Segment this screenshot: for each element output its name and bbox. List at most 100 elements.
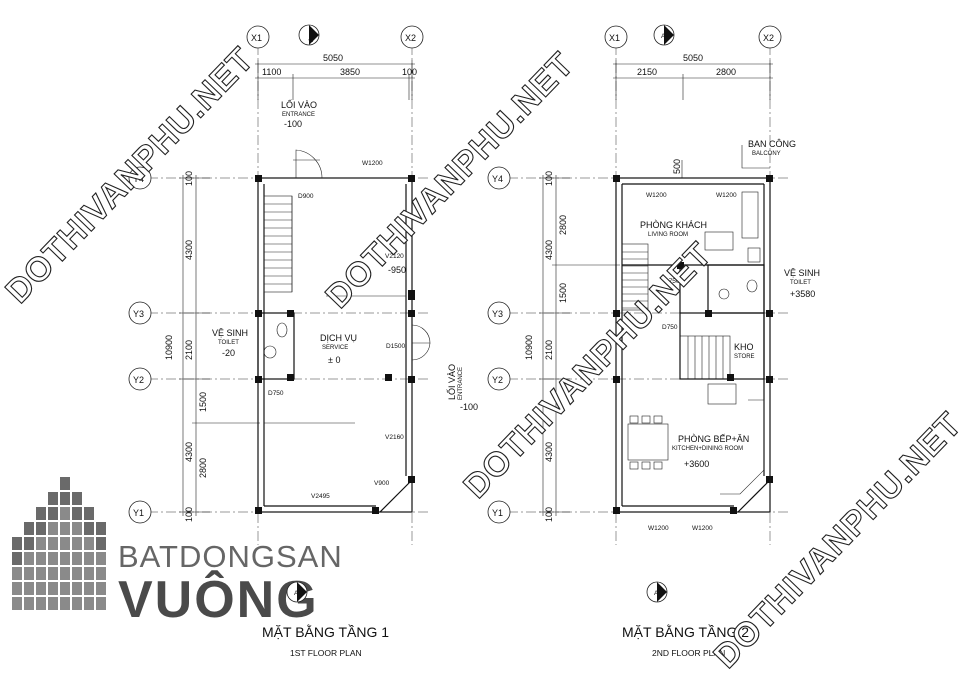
p2-dim-left-d: 1500 bbox=[558, 283, 568, 303]
p1-dim-left-e: 100 bbox=[184, 507, 194, 522]
p1-subtitle: 1ST FLOOR PLAN bbox=[290, 648, 362, 658]
svg-text:Y3: Y3 bbox=[492, 309, 503, 319]
svg-text:A: A bbox=[294, 590, 299, 597]
p1-service-level: ± 0 bbox=[328, 355, 340, 365]
logo-top-text: BATDONGSAN bbox=[118, 539, 343, 574]
watermark-1: DOTHIVANPHU.NET bbox=[0, 40, 261, 310]
grid-bubble-y3-plan2: Y3 bbox=[487, 301, 511, 325]
p2-title: MẶT BẰNG TẦNG 2 bbox=[622, 623, 749, 640]
p1-dim-left-a: 100 bbox=[184, 171, 194, 186]
p1-dim-top-total: 5050 bbox=[323, 53, 343, 63]
p1-tag-d1500: D1500 bbox=[386, 343, 406, 350]
p2-store-en: STORE bbox=[734, 354, 755, 360]
p2-dim-left-b: 4300 bbox=[544, 240, 554, 260]
p1-entrance-side-level: -100 bbox=[460, 402, 478, 412]
svg-text:A: A bbox=[654, 590, 659, 597]
p2-dim-balcony: 500 bbox=[672, 159, 682, 174]
p1-title: MẶT BẰNG TẦNG 1 bbox=[262, 623, 389, 640]
p1-tag-v900: V900 bbox=[374, 480, 390, 487]
svg-text:Y1: Y1 bbox=[492, 508, 503, 518]
grid-bubble-x1-plan1: X1 bbox=[246, 25, 270, 49]
p1-tag-v2160: V2160 bbox=[385, 434, 404, 441]
p1-tag-v2120: V2120 bbox=[385, 253, 404, 260]
p1-dim-left-d: 4300 bbox=[184, 442, 194, 462]
grid-bubble-x2-plan2: X2 bbox=[758, 25, 782, 49]
svg-text:Y1: Y1 bbox=[133, 508, 144, 518]
p2-dim-top-b: 2800 bbox=[716, 67, 736, 77]
p2-living-en: LIVING ROOM bbox=[648, 232, 688, 238]
p1-entrance-side-vn: LỐI VÀO bbox=[446, 364, 457, 400]
p2-kitchen-level: +3600 bbox=[684, 459, 709, 469]
section-marker-top-plan1: A bbox=[298, 24, 320, 46]
svg-text:Y2: Y2 bbox=[133, 375, 144, 385]
p2-balcony-vn: BAN CÔNG bbox=[748, 139, 796, 149]
p2-toilet-en: TOILET bbox=[790, 280, 811, 286]
section-marker-bottom-plan2: A bbox=[646, 581, 668, 603]
p2-kitchen-en: KITCHEN+DINING ROOM bbox=[672, 446, 743, 452]
logo-mark bbox=[12, 477, 106, 610]
svg-text:A: A bbox=[661, 33, 666, 40]
p2-tag-w1200-c: W1200 bbox=[648, 525, 669, 532]
p1-dim-left-f: 1500 bbox=[198, 392, 208, 412]
p2-dim-left-a: 100 bbox=[544, 171, 554, 186]
p1-dim-left-b: 4300 bbox=[184, 240, 194, 260]
p1-tag-level950: -950 bbox=[388, 265, 406, 275]
svg-text:Y2: Y2 bbox=[492, 375, 503, 385]
grid-bubble-y2-plan2: Y2 bbox=[487, 367, 511, 391]
p1-dim-left-c: 2100 bbox=[184, 340, 194, 360]
p2-subtitle: 2ND FLOOR PLAN bbox=[652, 648, 725, 658]
p2-balcony-en: BALCONY bbox=[752, 151, 781, 157]
p2-tag-w1200-b: W1200 bbox=[716, 192, 737, 199]
svg-text:Y4: Y4 bbox=[133, 174, 144, 184]
p2-dim-left-f: 4300 bbox=[544, 442, 554, 462]
p1-dim-left-total: 10900 bbox=[164, 335, 174, 360]
grid-bubble-x2-plan1: X2 bbox=[400, 25, 424, 49]
p1-tag-d750: D750 bbox=[268, 390, 284, 397]
p2-tag-w1200-a: W1200 bbox=[646, 192, 667, 199]
p1-tag-d900: D900 bbox=[298, 193, 314, 200]
p1-dim-left-g: 2800 bbox=[198, 458, 208, 478]
p2-dim-left-c: 2800 bbox=[558, 215, 568, 235]
grid-bubble-y2-plan1: Y2 bbox=[128, 367, 152, 391]
p2-toilet-level: +3580 bbox=[790, 289, 815, 299]
p2-kitchen-vn: PHÒNG BẾP+ĂN bbox=[678, 434, 749, 444]
p2-dim-left-total: 10900 bbox=[524, 335, 534, 360]
svg-text:X2: X2 bbox=[405, 33, 416, 43]
svg-text:X2: X2 bbox=[763, 33, 774, 43]
svg-text:Y4: Y4 bbox=[492, 174, 503, 184]
p2-store-vn: KHO bbox=[734, 342, 754, 352]
watermark-4: DOTHIVANPHU.NET bbox=[706, 405, 960, 675]
grid-bubble-y4-plan2: Y4 bbox=[487, 166, 511, 190]
p2-tag-d750-a: D750 bbox=[664, 278, 680, 285]
grid-bubble-y1-plan2: Y1 bbox=[487, 500, 511, 524]
watermark-2: DOTHIVANPHU.NET bbox=[318, 45, 581, 315]
svg-text:X1: X1 bbox=[609, 33, 620, 43]
p2-living-vn: PHÒNG KHÁCH bbox=[640, 220, 707, 230]
plan-1st-floor bbox=[148, 45, 431, 545]
grid-bubble-x1-plan2: X1 bbox=[604, 25, 628, 49]
p1-dim-top-c: 100 bbox=[402, 67, 417, 77]
p2-tag-d750-b: D750 bbox=[662, 324, 678, 331]
p2-dim-left-g: 100 bbox=[544, 507, 554, 522]
svg-text:A: A bbox=[308, 37, 315, 42]
p2-dim-top-a: 2150 bbox=[637, 67, 657, 77]
section-marker-bottom-plan1: A bbox=[286, 581, 308, 603]
p1-toilet-level: -20 bbox=[222, 348, 235, 358]
p1-tag-v2495: V2495 bbox=[311, 493, 330, 500]
p2-toilet-vn: VỆ SINH bbox=[784, 268, 820, 278]
grid-bubble-y3-plan1: Y3 bbox=[128, 301, 152, 325]
p1-service-vn: DỊCH VỤ bbox=[320, 333, 357, 343]
grid-bubble-y1-plan1: Y1 bbox=[128, 500, 152, 524]
p2-dim-left-e: 2100 bbox=[544, 340, 554, 360]
svg-text:Y3: Y3 bbox=[133, 309, 144, 319]
p1-entrance-top-level: -100 bbox=[284, 119, 302, 129]
plan-2nd-floor bbox=[508, 45, 790, 545]
logo-bottom-text: VUÔNG bbox=[118, 570, 319, 629]
p1-service-en: SERVICE bbox=[322, 345, 348, 351]
section-marker-top-plan2: A bbox=[653, 24, 675, 46]
p1-dim-top-b: 3850 bbox=[340, 67, 360, 77]
p1-tag-w1200: W1200 bbox=[362, 160, 383, 167]
svg-text:X1: X1 bbox=[251, 33, 262, 43]
p1-entrance-side-en: ENTRANCE bbox=[458, 367, 464, 400]
